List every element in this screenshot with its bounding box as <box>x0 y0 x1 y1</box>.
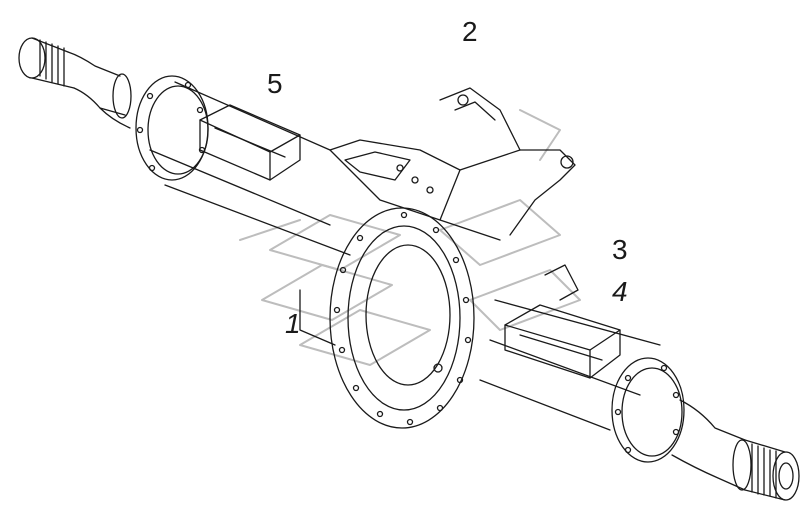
right-axle-shaft <box>671 399 800 501</box>
callout-label-1: 1 <box>285 308 301 339</box>
callout-label-4: 4 <box>612 276 628 307</box>
differential-housing <box>299 207 475 429</box>
callout-label-5: 5 <box>267 68 283 99</box>
left-spring-pad <box>199 104 301 181</box>
top-bracket <box>329 87 576 241</box>
right-spring-pad <box>504 264 621 379</box>
callout-label-3: 3 <box>612 234 628 265</box>
left-axle-shaft <box>18 37 132 129</box>
callout-label-2: 2 <box>462 16 478 47</box>
left-flange <box>135 75 209 181</box>
watermark-logo <box>239 109 581 366</box>
right-flange <box>611 357 685 463</box>
axle-housing-beam <box>149 81 661 431</box>
